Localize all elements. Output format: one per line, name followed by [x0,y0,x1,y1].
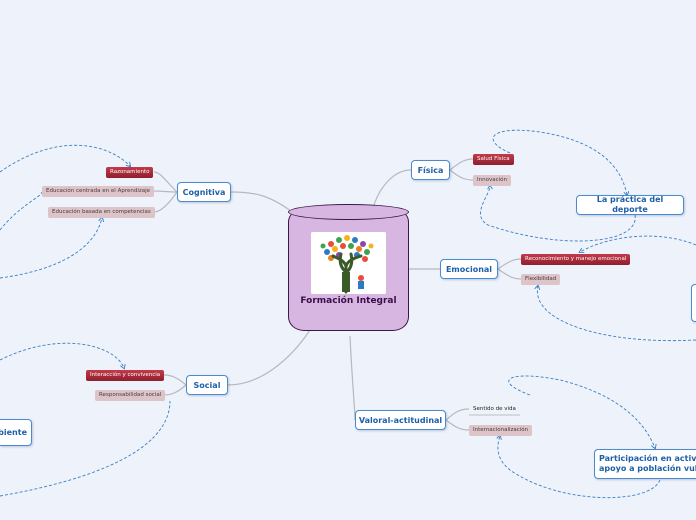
node-fisica[interactable]: Física [411,160,450,180]
node-participacion-actividades[interactable]: Participación en activida apoyo a poblac… [594,449,696,479]
central-topic-top [288,204,409,220]
node-valoral-actitudinal[interactable]: Valoral-actitudinal [355,410,446,430]
connector-fisica [372,169,412,209]
tree-icon [311,232,386,294]
participacion-line-1: Participación en activida [599,454,696,463]
central-topic-label: Formación Integral [300,296,397,306]
node-cognitiva[interactable]: Cognitiva [177,182,231,202]
tag-innovacion[interactable]: Innovación [473,175,511,186]
tag-interaccion-convivencia[interactable]: Interacción y convivencia [86,370,165,381]
tag-razonamiento[interactable]: Razonamiento [106,167,154,178]
tag-reconocimiento-emocional[interactable]: Reconocimiento y manejo emocional [521,254,631,265]
node-ambiente-partial[interactable]: biente [0,419,32,446]
tag-salud-fisica[interactable]: Salud Física [473,154,514,165]
node-offscreen-right[interactable] [691,284,696,322]
node-social[interactable]: Social [186,375,228,395]
tag-internacionalizacion[interactable]: Internacionalización [469,425,533,436]
node-emocional[interactable]: Emocional [440,259,498,279]
tag-responsabilidad-social[interactable]: Responsabilidad social [95,390,166,401]
tag-sentido-de-vida[interactable]: Sentido de vida [473,406,516,412]
participacion-line-2: apoyo a población vulne [599,464,696,473]
tag-educacion-aprendizaje[interactable]: Educación centrada en el Aprendizaje [42,186,155,197]
tag-flexibilidad[interactable]: Flexibilidad [521,274,561,285]
node-practica-deporte[interactable]: La práctica del deporte [576,195,684,215]
tree-illustration [311,232,386,294]
connector-cognitiva [230,191,296,215]
connector-social [227,329,311,386]
connector-valoral [349,335,356,421]
tag-educacion-competencias[interactable]: Educación basada en competencias [48,207,155,218]
